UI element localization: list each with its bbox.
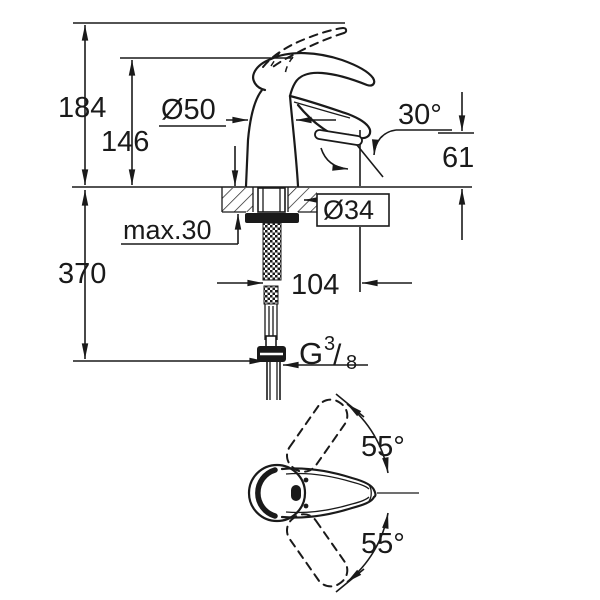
dimension-146: 146 — [101, 60, 149, 185]
flexible-hose — [257, 285, 286, 400]
lever-raised-position — [262, 27, 344, 68]
label-swivel-up: 55° — [361, 431, 405, 463]
lever-swivel-up-position — [285, 398, 349, 473]
label-base-diameter: Ø50 — [161, 94, 216, 126]
base-dome-top — [247, 463, 307, 523]
label-hole-diameter: Ø34 — [323, 195, 374, 225]
label-deck-thickness: max.30 — [123, 215, 212, 245]
aerator — [314, 129, 363, 146]
spout — [288, 94, 372, 140]
label-body-height: 146 — [101, 126, 149, 158]
economy-button — [291, 485, 301, 501]
faucet-top-view: 55° 55° — [247, 393, 419, 593]
label-spout-outlet-height: 61 — [442, 142, 474, 174]
deck-cross-section — [221, 187, 317, 213]
threaded-rod — [262, 222, 282, 281]
lever-handle-side — [252, 51, 376, 98]
dimension-370: 370 — [58, 190, 106, 359]
dimension-o50: Ø50 — [159, 94, 336, 127]
extension-lines — [72, 22, 474, 369]
label-spout-reach: 104 — [291, 269, 339, 301]
faucet-side-view — [244, 27, 376, 188]
dimension-61: 61 — [442, 92, 474, 240]
dimension-184: 184 — [58, 25, 106, 185]
lever-swivel-down-position — [285, 513, 349, 588]
label-spout-angle: 30° — [398, 99, 442, 131]
label-total-height: 184 — [58, 92, 106, 124]
mounting-shank — [245, 187, 299, 281]
label-thread-denominator: 8 — [346, 352, 357, 374]
mounting-flange — [245, 213, 299, 223]
dimension-g38: G 3 / 8 — [299, 333, 357, 374]
dimension-max30: max.30 — [121, 146, 242, 245]
dimension-o34: Ø34 — [304, 193, 390, 227]
lever-handle-top — [280, 467, 377, 519]
dimension-104: 104 — [217, 269, 412, 301]
label-thread-g: G — [299, 336, 323, 371]
label-swivel-down: 55° — [361, 528, 405, 560]
label-thread-numerator: 3 — [324, 333, 335, 355]
label-thread-slash: / — [333, 339, 342, 372]
label-hose-drop: 370 — [58, 258, 106, 290]
hole-diameter-box — [316, 193, 390, 227]
